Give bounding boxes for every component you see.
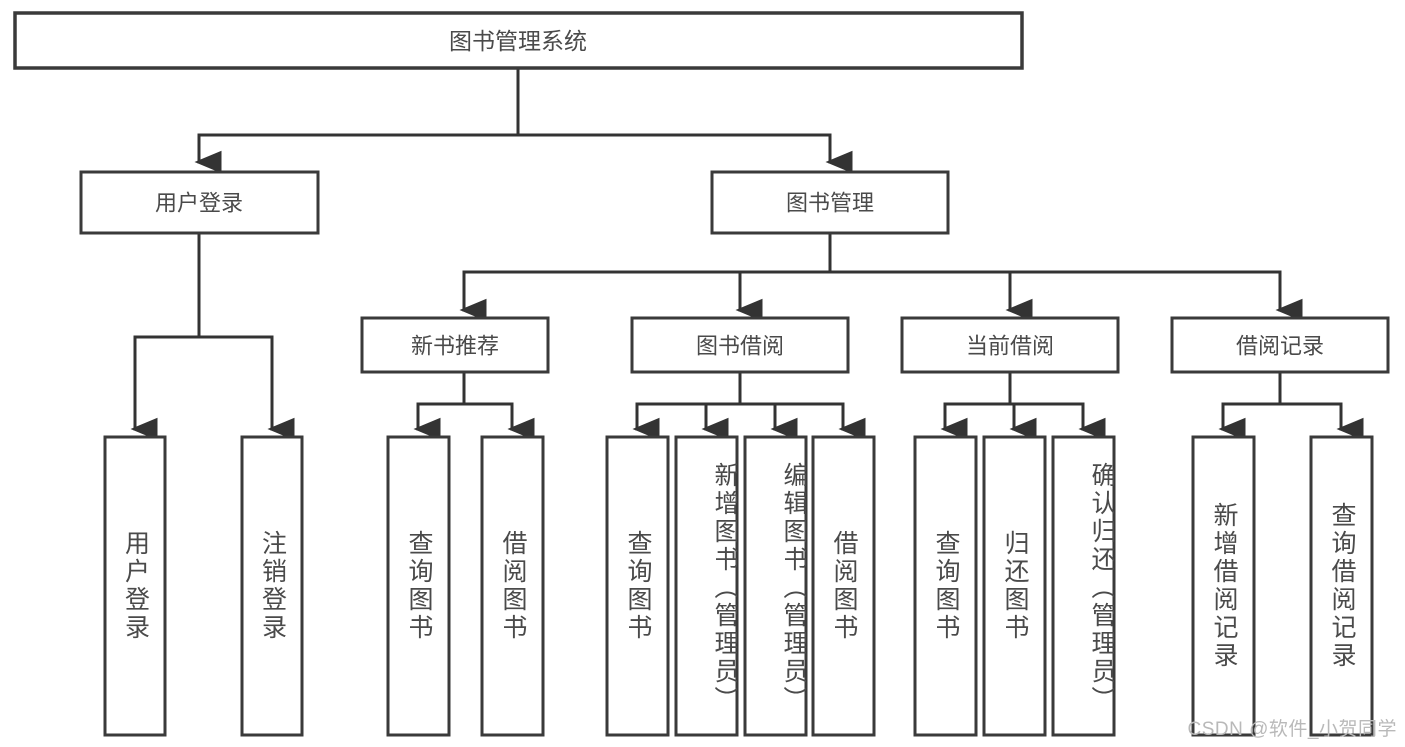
node-confirm-return[interactable]: 确认归还（管理员） (1051, 435, 1116, 737)
node-user-logout[interactable]: 注销登录 (240, 435, 304, 737)
node-book-management[interactable]: 图书管理 (710, 170, 950, 235)
user-logout-label: 注销登录 (258, 530, 287, 642)
book-borrow-label: 图书借阅 (696, 334, 784, 359)
borrow-record-box[interactable] (1170, 316, 1390, 374)
node-query-book-1[interactable]: 查询图书 (386, 435, 451, 737)
node-borrow-book-1[interactable]: 借阅图书 (480, 435, 545, 737)
node-query-book-2[interactable]: 查询图书 (605, 435, 670, 737)
node-user-login[interactable]: 用户登录 (79, 170, 320, 235)
user-login-do-label: 用户登录 (121, 530, 150, 642)
add-book-label: 新增图书（管理员） (711, 462, 737, 714)
node-return-book[interactable]: 归还图书 (982, 435, 1047, 737)
add-borrow-record-box[interactable] (1191, 435, 1256, 737)
edit-book-label: 编辑图书（管理员） (780, 462, 806, 714)
add-book-box[interactable] (674, 435, 739, 737)
node-root-book-management-system[interactable]: 图书管理系统 (13, 11, 1024, 70)
node-borrow-record[interactable]: 借阅记录 (1170, 316, 1390, 374)
book-borrow-box[interactable] (630, 316, 850, 374)
node-book-borrow[interactable]: 图书借阅 (630, 316, 850, 374)
node-edit-book[interactable]: 编辑图书（管理员） (743, 435, 808, 737)
node-current-borrow[interactable]: 当前借阅 (900, 316, 1120, 374)
user-login-do-box[interactable] (103, 435, 167, 737)
book-management-label: 图书管理 (786, 191, 874, 216)
current-borrow-box[interactable] (900, 316, 1120, 374)
borrow-book-1-box[interactable] (480, 435, 545, 737)
node-user-login-do[interactable]: 用户登录 (103, 435, 167, 737)
new-book-recommend-label: 新书推荐 (411, 334, 499, 359)
root-box[interactable] (13, 11, 1024, 70)
new-book-recommend-box[interactable] (360, 316, 550, 374)
node-add-borrow-record[interactable]: 新增借阅记录 (1191, 435, 1256, 737)
node-add-book[interactable]: 新增图书（管理员） (674, 435, 739, 737)
node-borrow-book-2[interactable]: 借阅图书 (811, 435, 876, 737)
query-borrow-record-box[interactable] (1309, 435, 1374, 737)
node-new-book-recommend[interactable]: 新书推荐 (360, 316, 550, 374)
root-label: 图书管理系统 (449, 28, 587, 54)
query-book-1-label: 查询图书 (405, 530, 433, 642)
return-book-label: 归还图书 (1001, 530, 1029, 642)
query-book-1-box[interactable] (386, 435, 451, 737)
query-book-3-label: 查询图书 (932, 530, 960, 642)
node-query-book-3[interactable]: 查询图书 (913, 435, 978, 737)
user-login-box[interactable] (79, 170, 320, 235)
edges-layer (130, 66, 1364, 441)
query-borrow-record-label: 查询借阅记录 (1328, 502, 1356, 670)
edit-book-box[interactable] (743, 435, 808, 737)
borrow-book-2-label: 借阅图书 (830, 530, 858, 642)
book-management-box[interactable] (710, 170, 950, 235)
return-book-box[interactable] (982, 435, 1047, 737)
user-login-label: 用户登录 (155, 191, 243, 216)
confirm-return-label: 确认归还（管理员） (1088, 462, 1114, 714)
confirm-return-box[interactable] (1051, 435, 1116, 737)
query-book-2-box[interactable] (605, 435, 670, 737)
node-query-borrow-record[interactable]: 查询借阅记录 (1309, 435, 1374, 737)
borrow-book-2-box[interactable] (811, 435, 876, 737)
borrow-book-1-label: 借阅图书 (499, 530, 527, 642)
user-logout-box[interactable] (240, 435, 304, 737)
add-borrow-record-label: 新增借阅记录 (1210, 502, 1238, 670)
query-book-3-box[interactable] (913, 435, 978, 737)
query-book-2-label: 查询图书 (624, 530, 652, 642)
current-borrow-label: 当前借阅 (966, 334, 1054, 359)
borrow-record-label: 借阅记录 (1236, 334, 1324, 359)
